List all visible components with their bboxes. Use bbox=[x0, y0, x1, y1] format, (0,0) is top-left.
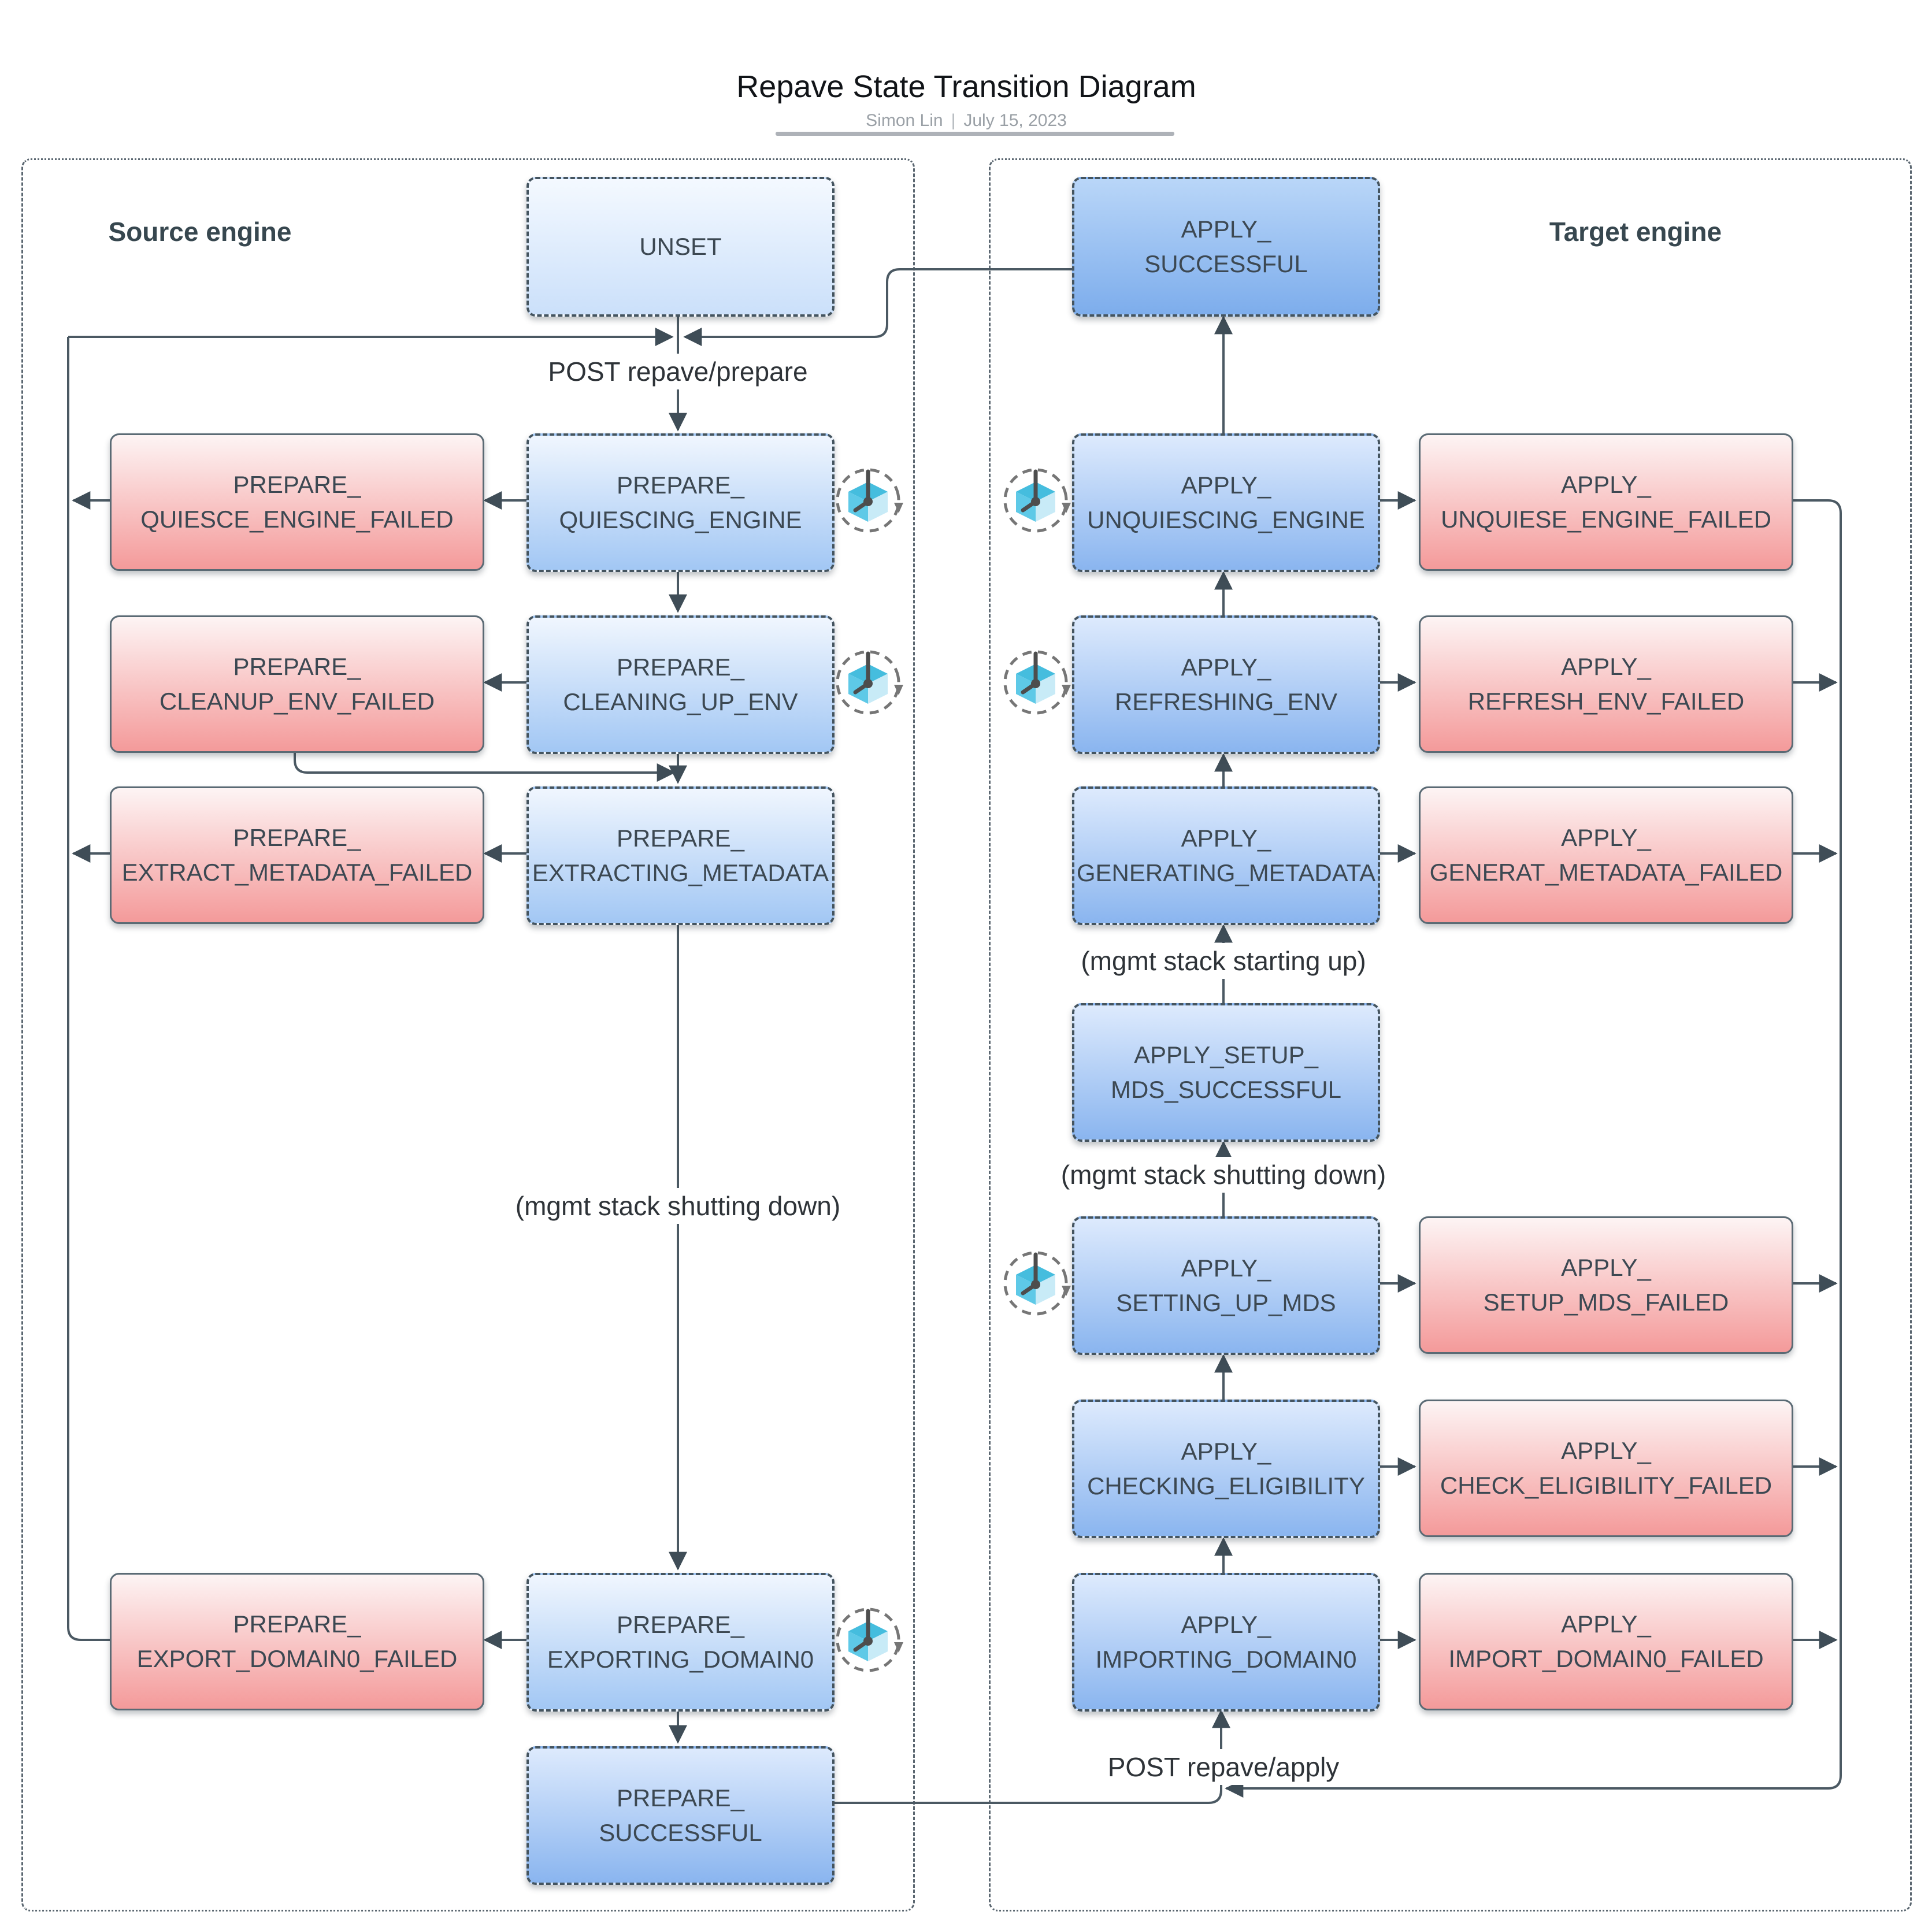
source-engine-container bbox=[21, 158, 915, 1911]
target-engine-heading: Target engine bbox=[1549, 217, 1722, 247]
author: Simon Lin bbox=[866, 111, 943, 130]
edge-cleanup-failed-join bbox=[294, 749, 676, 782]
edge-retry-vertical bbox=[67, 337, 110, 1641]
state-apply-refresh-env-failed: APPLY_ REFRESH_ENV_FAILED bbox=[1419, 615, 1793, 753]
edge-apply-successful-feedback bbox=[683, 268, 1072, 346]
state-apply-generating-metadata: APPLY_ GENERATING_METADATA bbox=[1072, 786, 1380, 925]
in-progress-cube-clock-icon bbox=[832, 1604, 904, 1676]
state-prepare-extracting-metadata: PREPARE_ EXTRACTING_METADATA bbox=[526, 786, 835, 925]
edge-prepare-successful-to-importing bbox=[830, 1709, 1230, 1804]
edge-label-mgmt-stack-shutting-down-source: (mgmt stack shutting down) bbox=[506, 1188, 850, 1224]
state-apply-importing-domain0: APPLY_ IMPORTING_DOMAIN0 bbox=[1072, 1573, 1380, 1712]
target-engine-container bbox=[989, 158, 1912, 1911]
state-apply-unquiese-engine-failed: APPLY_ UNQUIESE_ENGINE_FAILED bbox=[1419, 433, 1793, 571]
state-apply-unquiescing-engine: APPLY_ UNQUIESCING_ENGINE bbox=[1072, 433, 1380, 572]
edge-label-mgmt-stack-shutting-down-target: (mgmt stack shutting down) bbox=[1051, 1157, 1396, 1193]
edge-label-post-repave-prepare: POST repave/prepare bbox=[539, 354, 817, 389]
state-apply-check-eligibility-failed: APPLY_ CHECK_ELIGIBILITY_FAILED bbox=[1419, 1400, 1793, 1537]
diagram-title: Repave State Transition Diagram bbox=[736, 69, 1196, 104]
subtitle-separator: | bbox=[951, 111, 956, 130]
state-prepare-extract-metadata-failed: PREPARE_ EXTRACT_METADATA_FAILED bbox=[110, 786, 484, 924]
state-apply-successful: APPLY_ SUCCESSFUL bbox=[1072, 177, 1380, 317]
in-progress-cube-clock-icon bbox=[1000, 465, 1071, 536]
edges-group bbox=[67, 268, 1842, 1804]
state-unset: UNSET bbox=[526, 177, 835, 317]
in-progress-cube-clock-icon bbox=[1000, 647, 1071, 718]
state-prepare-export-domain0-failed: PREPARE_ EXPORT_DOMAIN0_FAILED bbox=[110, 1573, 484, 1710]
edge-label-mgmt-stack-starting-up: (mgmt stack starting up) bbox=[1071, 943, 1375, 979]
edge-right-feedback bbox=[1225, 499, 1842, 1798]
source-engine-heading: Source engine bbox=[108, 217, 292, 247]
state-apply-setup-mds-failed: APPLY_ SETUP_MDS_FAILED bbox=[1419, 1216, 1793, 1354]
in-progress-cube-clock-icon bbox=[832, 647, 904, 718]
state-apply-setting-up-mds: APPLY_ SETTING_UP_MDS bbox=[1072, 1216, 1380, 1355]
diagram-subtitle: Simon Lin | July 15, 2023 bbox=[866, 111, 1067, 131]
state-apply-checking-eligibility: APPLY_ CHECKING_ELIGIBILITY bbox=[1072, 1400, 1380, 1538]
in-progress-cube-clock-icon bbox=[1000, 1248, 1071, 1319]
state-apply-setup-mds-successful: APPLY_SETUP_ MDS_SUCCESSFUL bbox=[1072, 1003, 1380, 1142]
date: July 15, 2023 bbox=[963, 111, 1067, 130]
state-prepare-cleanup-env-failed: PREPARE_ CLEANUP_ENV_FAILED bbox=[110, 615, 484, 753]
in-progress-cube-clock-icon bbox=[832, 465, 904, 536]
state-prepare-quiescing-engine: PREPARE_ QUIESCING_ENGINE bbox=[526, 433, 835, 572]
title-underline bbox=[776, 132, 1174, 136]
state-apply-refreshing-env: APPLY_ REFRESHING_ENV bbox=[1072, 615, 1380, 754]
edge-label-post-repave-apply: POST repave/apply bbox=[1098, 1749, 1349, 1785]
state-prepare-successful: PREPARE_ SUCCESSFUL bbox=[526, 1746, 835, 1885]
state-prepare-cleaning-up-env: PREPARE_ CLEANING_UP_ENV bbox=[526, 615, 835, 754]
state-apply-import-domain0-failed: APPLY_ IMPORT_DOMAIN0_FAILED bbox=[1419, 1573, 1793, 1710]
state-apply-generat-metadata-failed: APPLY_ GENERAT_METADATA_FAILED bbox=[1419, 786, 1793, 924]
state-prepare-quiesce-engine-failed: PREPARE_ QUIESCE_ENGINE_FAILED bbox=[110, 433, 484, 571]
state-prepare-exporting-domain0: PREPARE_ EXPORTING_DOMAIN0 bbox=[526, 1573, 835, 1712]
